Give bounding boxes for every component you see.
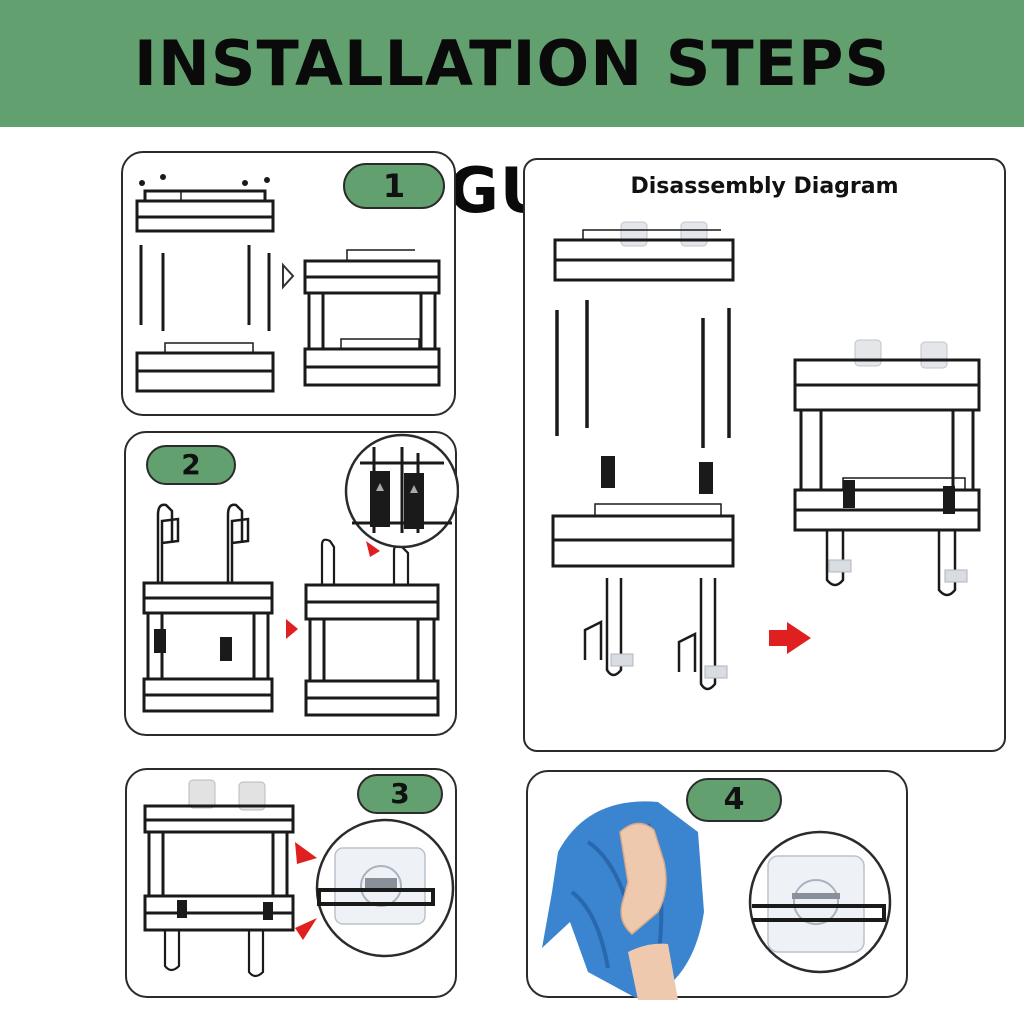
step-2-rack-left xyxy=(142,581,274,713)
step-3-panel: 3 xyxy=(125,768,457,998)
step-4-illustration xyxy=(542,801,892,1000)
top-shelf xyxy=(135,189,275,233)
pointer-arrow-icon xyxy=(295,842,317,864)
step-2-number: 2 xyxy=(181,448,201,481)
poles xyxy=(139,245,271,331)
step-4-panel: 4 xyxy=(526,770,908,1000)
hand-icon xyxy=(619,822,678,1000)
hook-pieces xyxy=(156,503,250,583)
step-4-badge: 4 xyxy=(686,778,782,822)
step-2-panel: 2 xyxy=(124,431,459,736)
step-3-illustration xyxy=(143,779,455,978)
step-3-rack xyxy=(143,804,295,978)
step-3-number: 3 xyxy=(390,777,410,810)
disassembly-panel: Disassembly Diagram xyxy=(523,158,1006,752)
hook-pieces xyxy=(583,578,717,691)
adhesive-hook-icon xyxy=(854,339,948,369)
detail-zoom xyxy=(748,830,892,974)
assembled-rack xyxy=(793,358,981,597)
bracket-clips xyxy=(154,629,232,661)
assembled-rack xyxy=(303,249,441,387)
detail-zoom xyxy=(315,818,455,958)
disassembly-title: Disassembly Diagram xyxy=(630,174,899,199)
disassembly-illustration xyxy=(551,221,981,691)
header-banner xyxy=(0,0,1024,127)
step-1-illustration xyxy=(135,174,441,393)
step-2-rack-right xyxy=(304,538,440,717)
top-shelf xyxy=(553,229,735,282)
poles xyxy=(555,300,731,448)
arrow-right-icon xyxy=(282,262,295,290)
step-1-panel: 1 xyxy=(121,151,456,416)
arrow-right-icon xyxy=(769,622,811,654)
step-3-badge: 3 xyxy=(357,774,443,814)
page-title: INSTALLATION STEPS FIGURE xyxy=(133,27,891,227)
detail-zoom xyxy=(344,433,459,549)
bracket-clips xyxy=(601,456,713,494)
step-2-badge: 2 xyxy=(146,445,236,485)
step-2-illustration xyxy=(142,433,459,717)
arrow-right-icon xyxy=(286,619,298,639)
bottom-shelf xyxy=(135,342,275,393)
step-4-number: 4 xyxy=(723,782,745,817)
adhesive-hook-icon xyxy=(620,221,708,247)
bottom-shelf xyxy=(551,503,735,568)
adhesive-hook-icon xyxy=(188,779,266,811)
screw-icon xyxy=(139,174,270,186)
pointer-arrow-icon xyxy=(295,918,317,940)
step-1-badge: 1 xyxy=(343,163,445,209)
step-1-number: 1 xyxy=(382,167,406,205)
pointer-arrow-icon xyxy=(366,541,380,557)
